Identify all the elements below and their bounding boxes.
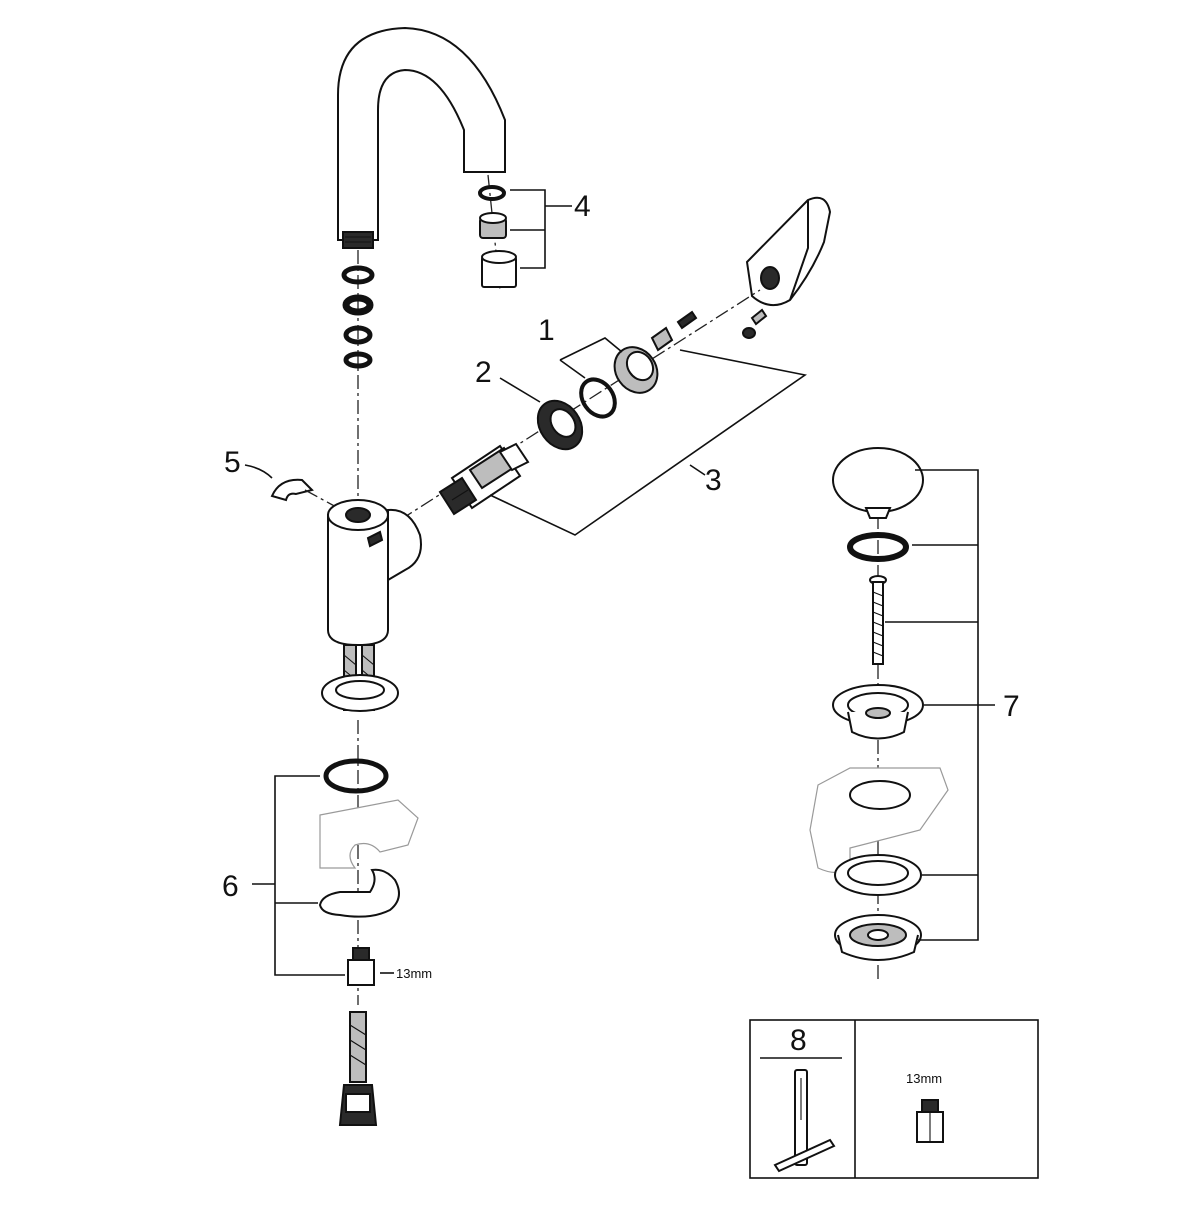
hex-key-icon (773, 1069, 836, 1173)
cartridge-icon (438, 442, 530, 516)
callout-3-leader (689, 464, 706, 476)
spout-seals (341, 265, 375, 369)
callout-7: 7 (1003, 690, 1020, 723)
nipple-icon (347, 947, 375, 986)
callout-2: 2 (475, 356, 492, 389)
callout-3-bracket (489, 349, 807, 536)
callout-4-bracket (510, 189, 572, 269)
spout-icon (337, 26, 506, 249)
callout-6-bracket (252, 775, 345, 976)
aerator-icon (478, 174, 517, 291)
cartridge-axis (399, 289, 761, 521)
o-ring-icon (323, 758, 389, 794)
callout-4: 4 (574, 190, 591, 223)
fixing-plate-icon (318, 868, 400, 918)
callout-6: 6 (222, 870, 239, 903)
clip-axis (304, 489, 339, 509)
lever-handle-icon (745, 196, 832, 307)
grub-screw-icon (676, 308, 768, 339)
cartridge-nut-icon (579, 326, 674, 419)
callout-2-leader (499, 377, 541, 403)
worktop-section-icon (319, 799, 419, 869)
accessory-box (749, 1019, 1039, 1179)
mixer-body-icon (327, 499, 422, 647)
base-gasket-icon (321, 674, 399, 712)
hose-connector-icon (338, 1011, 378, 1126)
wrench-size-1: 13mm (396, 966, 432, 981)
callout-3: 3 (705, 464, 722, 497)
callout-1: 1 (538, 314, 555, 347)
clip-icon (270, 478, 314, 502)
retaining-ring-icon (536, 399, 584, 451)
callout-5-leader (244, 464, 273, 479)
pop-up-waste-icon (809, 447, 949, 961)
callout-7-bracket (885, 469, 995, 941)
spare-nipple-icon (916, 1099, 944, 1143)
callout-5: 5 (224, 446, 241, 479)
callout-8: 8 (790, 1024, 807, 1057)
callout-1-bracket (559, 337, 623, 379)
wrench-size-2: 13mm (906, 1071, 942, 1086)
